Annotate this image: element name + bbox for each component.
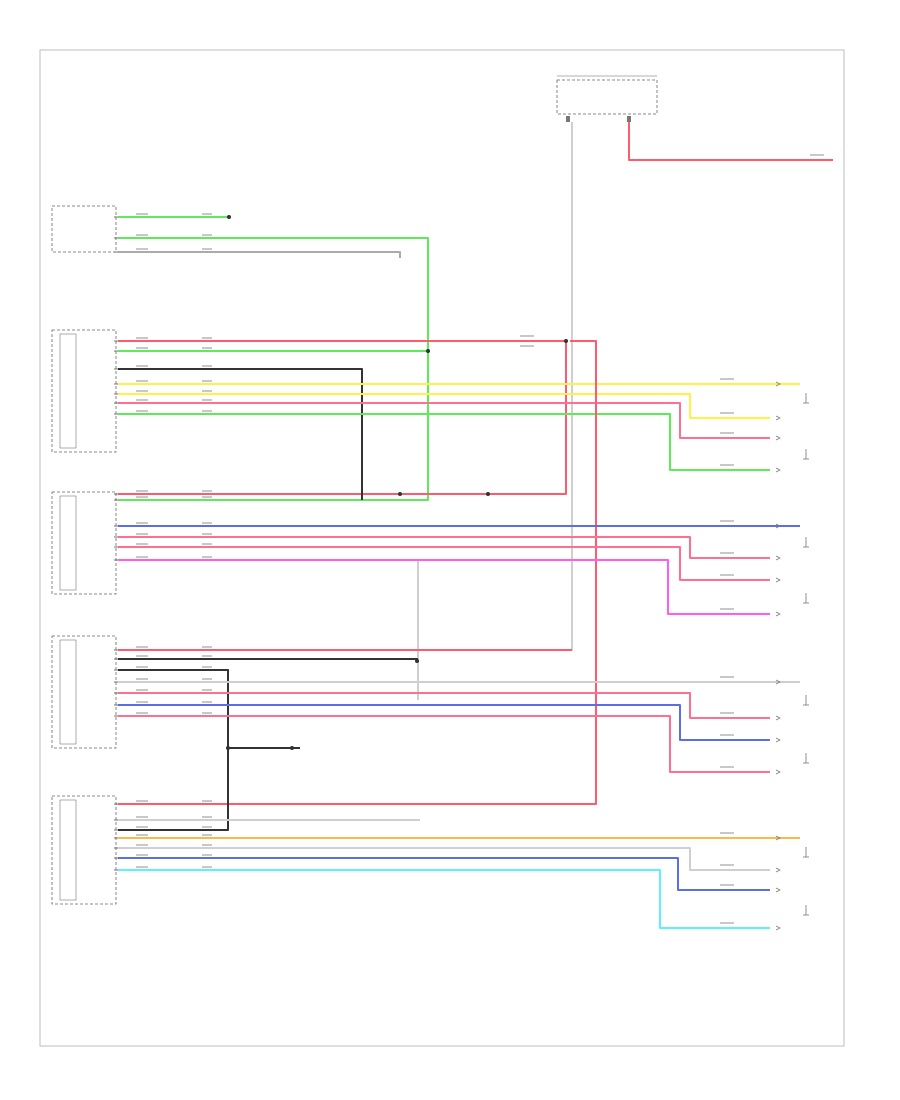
fuse-2-icon (627, 116, 631, 122)
wire-7 (118, 340, 567, 495)
connector-arrow-icon (775, 381, 781, 387)
connector-arrow-icon (775, 467, 781, 473)
connector-arrow-icon (775, 577, 781, 583)
wire-12 (118, 402, 770, 439)
connector-arrow-icon (775, 415, 781, 421)
wire-5 (118, 237, 429, 501)
splice-node-icon (415, 659, 419, 663)
wire-1 (410, 122, 573, 651)
fuse-block-body (556, 79, 658, 115)
connector-arrow-icon (775, 611, 781, 617)
ground-symbol-icon (803, 847, 809, 858)
connector-arrow-icon (775, 769, 781, 775)
passenger-seat-heater-box (51, 795, 117, 905)
wire-labels (136, 154, 824, 924)
passenger-seat-heater-connector (59, 799, 77, 901)
wires (118, 122, 833, 929)
connector-arrow-icon (775, 925, 781, 931)
splice-node-icon (398, 492, 402, 496)
wire-9 (118, 368, 363, 500)
wire-17 (118, 546, 770, 581)
connector-arrow-icon (775, 867, 781, 873)
connector-arrow-icon (775, 555, 781, 561)
wire-31 (118, 869, 770, 929)
splice-node-icon (486, 492, 490, 496)
ground-symbol-icon (803, 593, 809, 604)
passenger-seat-module-box (51, 635, 117, 749)
wire-24 (118, 704, 770, 741)
wire-13 (118, 413, 770, 471)
driver-seat-module-connector (59, 333, 77, 449)
fuse-block (556, 75, 658, 122)
splice-node-icon (426, 349, 430, 353)
splice-node-icon (226, 746, 230, 750)
connector-arrow-icon (775, 523, 781, 529)
wire-30 (118, 857, 770, 891)
ground-symbol-icon (803, 449, 809, 460)
connector-arrow-icon (775, 887, 781, 893)
driver-seat-heater-box (51, 491, 117, 595)
fuse-1-icon (566, 116, 570, 122)
connector-arrow-icon (775, 435, 781, 441)
wire-29 (118, 847, 770, 871)
connector-arrow-icon (775, 835, 781, 841)
wire-14 (118, 340, 597, 805)
ground-symbol-icon (803, 753, 809, 764)
splice-node-icon (227, 215, 231, 219)
ground-symbol-icon (803, 695, 809, 706)
driver-seat-heater-connector (59, 495, 77, 591)
ground-symbol-icon (803, 537, 809, 548)
ground-symbol-icon (803, 393, 809, 404)
wire-3 (628, 122, 833, 161)
diagram-frame (39, 49, 845, 1047)
wire-23 (118, 692, 770, 719)
wire-6 (118, 251, 401, 258)
wire-11 (118, 393, 770, 419)
splice-node-icon (290, 746, 294, 750)
connector-arrow-icon (775, 715, 781, 721)
splice-node-icon (564, 339, 568, 343)
driver-seat-module-box (51, 329, 117, 453)
wire-18 (118, 559, 770, 615)
ground-symbols (775, 381, 809, 931)
wire-16 (118, 536, 770, 559)
passenger-seat-module-connector (59, 639, 77, 745)
wire-25 (118, 715, 770, 773)
ground-symbol-icon (803, 905, 809, 916)
connector-arrow-icon (775, 737, 781, 743)
connector-arrow-icon (775, 679, 781, 685)
driver-seat-switch-box (51, 205, 117, 253)
